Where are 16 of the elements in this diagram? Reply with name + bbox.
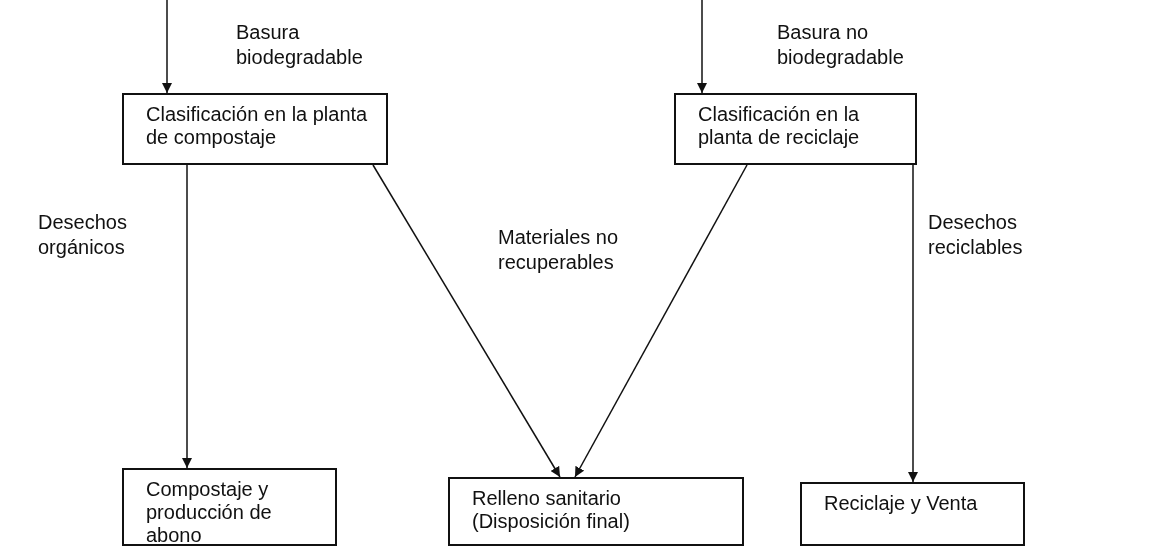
arrow bbox=[182, 164, 192, 469]
arrow bbox=[697, 0, 707, 94]
process-box bbox=[674, 93, 917, 165]
box-text: Clasificación en la planta de reciclaje bbox=[698, 103, 861, 149]
box-text: Reciclaje y Venta bbox=[824, 492, 979, 515]
process-box bbox=[122, 468, 337, 546]
arrow bbox=[574, 164, 748, 478]
arrow bbox=[162, 0, 172, 94]
arrow bbox=[908, 164, 918, 483]
box-text: Relleno sanitario (Disposición final) bbox=[472, 487, 631, 533]
process-box bbox=[448, 477, 744, 546]
box-text: Compostaje y producción de abono bbox=[146, 478, 273, 547]
process-box bbox=[800, 482, 1025, 546]
arrow bbox=[372, 164, 561, 478]
process-box bbox=[122, 93, 388, 165]
box-text: Clasificación en la planta de compostaje bbox=[146, 103, 369, 149]
